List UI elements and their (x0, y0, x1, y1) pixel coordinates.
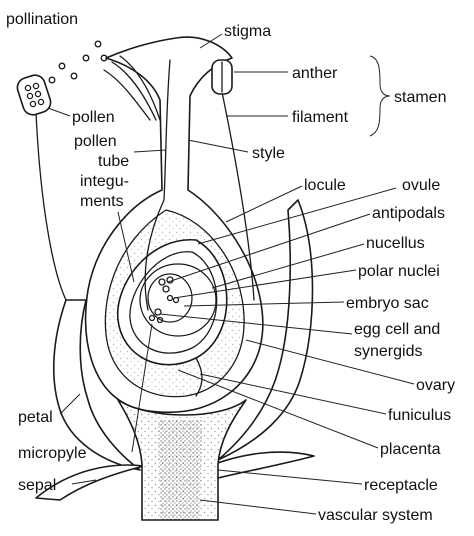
funiculus-shape (195, 357, 203, 397)
leader-antipodals (167, 213, 371, 283)
label-ovule: ovule (402, 177, 440, 194)
pollen-grain-1 (94, 40, 102, 48)
pollen-on-stigma-2 (111, 61, 157, 121)
egg-cell (154, 308, 162, 316)
label-anther: anther (292, 65, 338, 82)
label-pollen: pollen (72, 109, 115, 126)
label-embryo-sac: embryo sac (346, 295, 429, 312)
pollen-grain-2 (82, 54, 90, 62)
leader-stigma (199, 33, 223, 49)
leader-vascular-system (199, 499, 317, 515)
label-filament: filament (292, 109, 349, 126)
label-sepal: sepal (18, 477, 56, 494)
pollen-tube-shape (144, 59, 171, 311)
antipodal-cell-3 (162, 285, 170, 293)
label-integuments-line1: integu- (80, 173, 129, 190)
pollen-on-stigma-3 (119, 55, 161, 121)
leader-receptacle (217, 469, 363, 485)
synergid-2 (156, 316, 164, 324)
label-locule: locule (304, 177, 346, 194)
leader-ovule (197, 187, 397, 245)
petal-left-shape (53, 299, 141, 471)
leader-integuments (117, 211, 135, 283)
leader-pollen (47, 107, 71, 117)
pollen-grain-a6 (37, 98, 45, 106)
pollen-on-stigma-1 (103, 69, 151, 121)
embryo-sac-shape (147, 273, 193, 323)
pollen-grain-a4 (34, 90, 42, 98)
antipodal-cell-1 (158, 278, 166, 286)
stamen-bracket (369, 55, 391, 137)
label-integuments-line2: ments (80, 193, 124, 210)
pollen-grain-6 (48, 76, 56, 84)
anther-left-shape (16, 74, 52, 116)
pollen-grain-4 (58, 62, 66, 70)
pollen-grain-a5 (29, 100, 37, 108)
leader-embryo-sac (183, 301, 345, 307)
label-pollen-tube-line1: pollen (74, 133, 117, 150)
pollen-grain-5 (70, 72, 78, 80)
label-placenta: placenta (380, 441, 441, 458)
leader-locule (225, 185, 303, 223)
label-ovary: ovary (416, 377, 455, 394)
nucellus-shape (139, 263, 217, 337)
polar-nucleus-1 (166, 294, 174, 302)
leader-placenta (177, 369, 379, 449)
label-stamen: stamen (394, 89, 446, 106)
label-micropyle: micropyle (18, 445, 87, 462)
pollen-grain-a2 (32, 82, 40, 90)
label-polar-nuclei: polar nuclei (358, 263, 440, 280)
label-egg-cell-line1: egg cell and (354, 321, 440, 338)
leader-polar-nuclei (173, 269, 357, 299)
filament-left-shape (35, 111, 67, 301)
pollen-grain-a3 (26, 92, 34, 100)
vascular-system-shape (158, 420, 202, 520)
label-petal: petal (18, 409, 53, 426)
label-pollination: pollination (6, 11, 78, 28)
label-vascular-system: vascular system (318, 507, 433, 524)
leader-lines (47, 33, 415, 515)
pollen-grain-a1 (24, 84, 32, 92)
leader-pollen-tube (133, 149, 167, 153)
label-stigma: stigma (224, 23, 271, 40)
label-receptacle: receptacle (364, 477, 438, 494)
label-funiculus: funiculus (388, 407, 451, 424)
labels: pollination stigma anther stamen pollen … (6, 11, 455, 524)
leader-petal (59, 393, 81, 415)
label-nucellus: nucellus (366, 235, 425, 252)
leader-sepal (71, 479, 97, 485)
label-egg-cell-line2: synergids (354, 343, 422, 360)
label-antipodals: antipodals (372, 205, 445, 222)
leader-nucellus (211, 243, 365, 289)
flower-illustration (16, 36, 315, 521)
leader-funiculus (199, 373, 387, 415)
label-style: style (252, 145, 285, 162)
leader-ovary (245, 339, 415, 385)
pollen-grain-3 (100, 54, 108, 62)
leader-micropyle (131, 323, 153, 453)
filament-right-shape (221, 91, 255, 301)
synergid-1 (148, 314, 156, 322)
label-pollen-tube-line2: tube (98, 153, 129, 170)
leader-egg-cell (159, 313, 353, 335)
leader-style (187, 139, 249, 153)
ovule-integument-inner (129, 251, 218, 354)
